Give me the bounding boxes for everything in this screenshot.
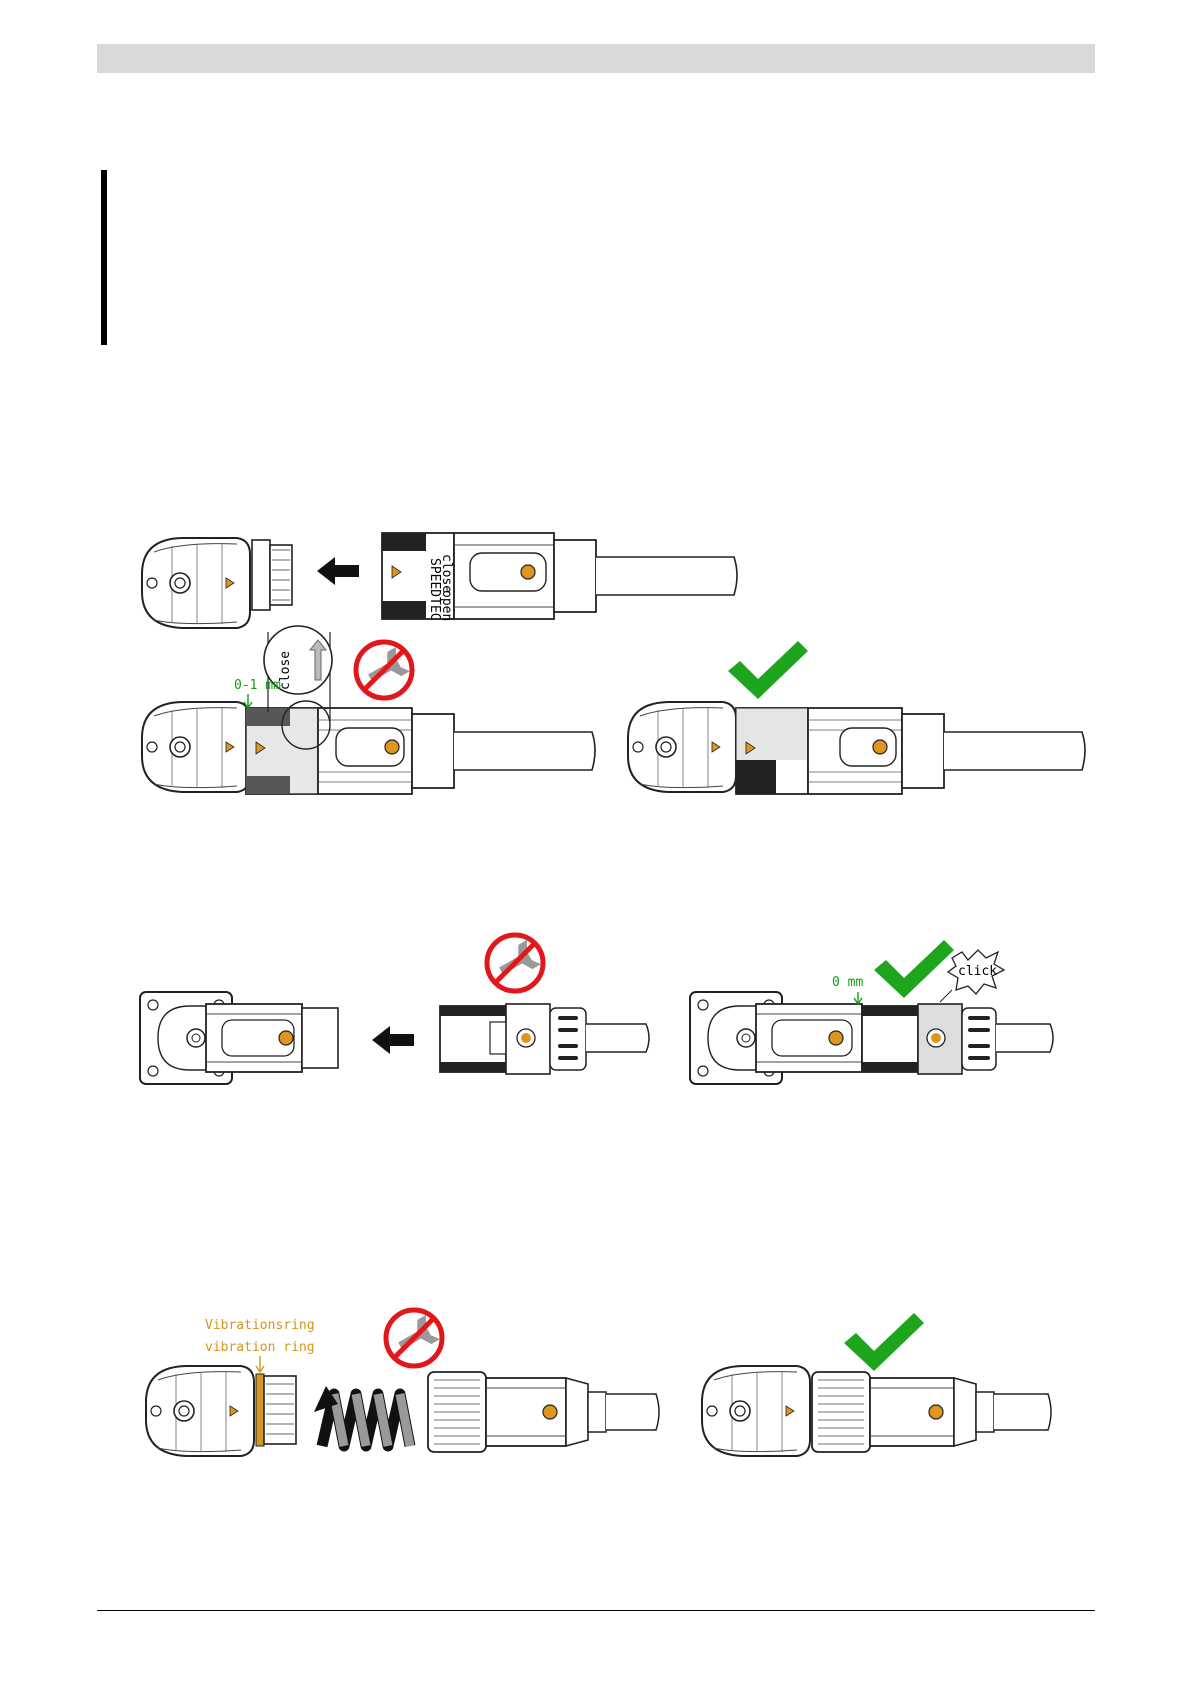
- figure3-step-a: Vibrationsring vibration ring: [146, 1310, 659, 1456]
- checkmark-icon: [874, 940, 954, 998]
- gap-label-0mm: 0 mm: [832, 975, 863, 990]
- figure1-step-b: close 0-1 mm: [142, 626, 595, 794]
- figure2-step-a: [140, 935, 649, 1084]
- figure2-step-b: 0 mm click: [690, 940, 1053, 1084]
- no-wrench-icon: [356, 642, 412, 698]
- page-footer-line: [97, 1610, 1095, 1611]
- no-wrench-icon: [386, 1310, 442, 1366]
- click-label: click: [958, 964, 997, 979]
- figure1-step-c: [628, 641, 1085, 794]
- checkmark-icon: [728, 641, 808, 699]
- figure1-step-a: close open SPEEDTEC: [142, 533, 737, 628]
- gap-label-0-1mm: 0-1 mm: [234, 678, 281, 693]
- figure3-step-b: [702, 1313, 1051, 1456]
- rotate-spiral-icon: [314, 1386, 410, 1446]
- brand-text: SPEEDTEC: [427, 558, 442, 621]
- vibration-ring: [256, 1374, 264, 1446]
- no-wrench-icon: [487, 935, 543, 991]
- push-arrow-icon: [372, 1026, 414, 1054]
- vibration-ring-label-en: vibration ring: [205, 1340, 315, 1355]
- checkmark-icon: [844, 1313, 924, 1371]
- vibration-ring-label-de: Vibrationsring: [205, 1318, 315, 1333]
- push-arrow-icon: [317, 557, 359, 585]
